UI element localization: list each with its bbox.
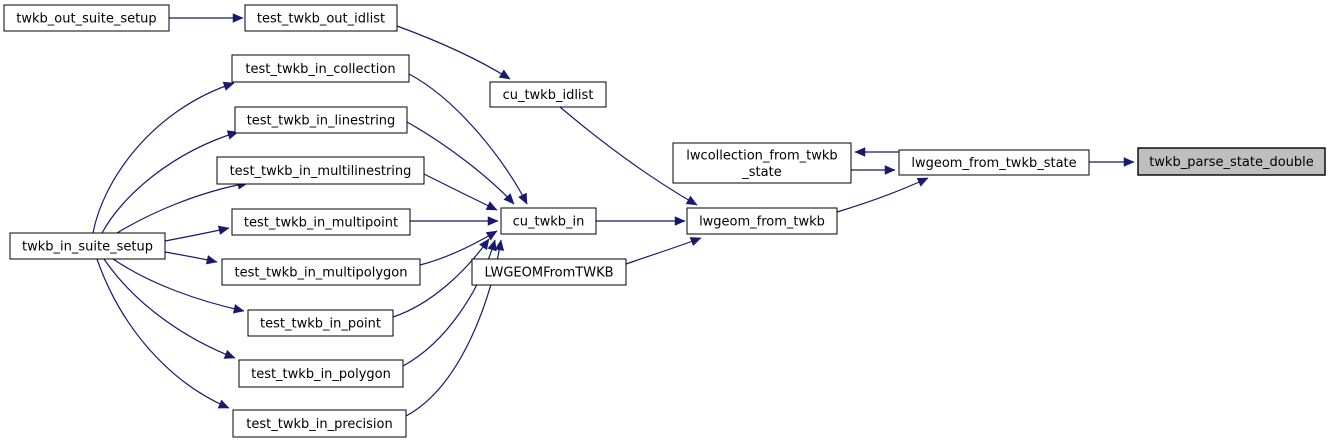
edge-twkb_in_suite_setup-to-test_twkb_in_multipolygon (164, 251, 218, 265)
node-box-test_twkb_in_collection (231, 54, 410, 83)
node-label-test_twkb_in_polygon: test_twkb_in_polygon (251, 367, 391, 382)
node-LWGEOMFromTWKB[interactable]: LWGEOMFromTWKB (471, 258, 627, 286)
edges-layer (92, 13, 1135, 417)
edge-test_twkb_in_point-to-cu_twkb_in (392, 238, 490, 318)
edge-twkb_in_suite_setup-to-test_twkb_in_multipoint (164, 225, 230, 242)
node-test_twkb_in_polygon[interactable]: test_twkb_in_polygon (238, 359, 404, 388)
node-lwcollection_from_twkb_state[interactable]: lwcollection_from_twkb_state (672, 142, 852, 184)
edge-twkb_in_suite_setup-to-test_twkb_in_precision (96, 258, 230, 409)
edge-test_twkb_in_linestring-to-cu_twkb_in (406, 121, 515, 205)
node-box-test_twkb_in_precision (232, 409, 407, 438)
edge-lwgeom_from_twkb-to-lwgeom_from_twkb_state (836, 177, 929, 213)
node-label-test_twkb_in_point: test_twkb_in_point (260, 317, 381, 332)
node-label-cu_twkb_in: cu_twkb_in (513, 215, 585, 230)
edge-test_twkb_in_multipolygon-to-cu_twkb_in (419, 230, 498, 266)
node-box-twkb_in_suite_setup (9, 232, 166, 260)
node-label-test_twkb_out_idlist: test_twkb_out_idlist (257, 12, 385, 27)
node-test_twkb_in_collection[interactable]: test_twkb_in_collection (231, 54, 410, 83)
node-test_twkb_out_idlist[interactable]: test_twkb_out_idlist (244, 4, 398, 32)
node-cu_twkb_idlist[interactable]: cu_twkb_idlist (489, 81, 607, 108)
nodes-layer: twkb_out_suite_setup test_twkb_out_idlist… (3, 4, 1326, 438)
node-box-test_twkb_in_multipoint (231, 208, 411, 236)
node-box-test_twkb_in_multipolygon (221, 258, 421, 286)
node-label-lwgeom_from_twkb: lwgeom_from_twkb (699, 215, 825, 230)
node-box-cu_twkb_in (500, 207, 597, 235)
edge-test_twkb_in_collection-to-cu_twkb_in (408, 73, 528, 205)
node-test_twkb_in_multipoint[interactable]: test_twkb_in_multipoint (231, 208, 411, 236)
node-box-test_twkb_in_linestring (234, 106, 408, 134)
node-box-lwgeom_from_twkb (686, 207, 838, 235)
edge-twkb_in_suite_setup-to-test_twkb_in_linestring (101, 130, 239, 234)
node-twkb_parse_state_double[interactable]: twkb_parse_state_double (1137, 147, 1326, 176)
node-twkb_out_suite_setup[interactable]: twkb_out_suite_setup (3, 4, 170, 32)
node-label-cu_twkb_idlist: cu_twkb_idlist (503, 88, 594, 103)
node-test_twkb_in_multilinestring[interactable]: test_twkb_in_multilinestring (216, 156, 425, 185)
node-label-twkb_out_suite_setup: twkb_out_suite_setup (16, 12, 156, 27)
node-box-lwcollection_from_twkb_state (672, 142, 852, 184)
node-label-test_twkb_in_multipolygon: test_twkb_in_multipolygon (234, 266, 407, 281)
node-label-twkb_in_suite_setup: twkb_in_suite_setup (22, 240, 153, 255)
node-test_twkb_in_point[interactable]: test_twkb_in_point (247, 309, 394, 337)
edge-LWGEOMFromTWKB-to-lwgeom_from_twkb (625, 237, 702, 265)
node-box-lwgeom_from_twkb_state (898, 149, 1090, 176)
node-test_twkb_in_multipolygon[interactable]: test_twkb_in_multipolygon (221, 258, 421, 286)
node-lwgeom_from_twkb_state[interactable]: lwgeom_from_twkb_state (898, 149, 1090, 176)
edge-test_twkb_out_idlist-to-cu_twkb_idlist (396, 25, 511, 80)
node-box-test_twkb_in_multilinestring (216, 156, 425, 185)
node-test_twkb_in_precision[interactable]: test_twkb_in_precision (232, 409, 407, 438)
edge-twkb_in_suite_setup-to-test_twkb_in_polygon (103, 258, 236, 359)
node-label-test_twkb_in_linestring: test_twkb_in_linestring (247, 114, 396, 129)
node-label-twkb_parse_state_double: twkb_parse_state_double (1149, 155, 1314, 170)
edge-twkb_in_suite_setup-to-test_twkb_in_collection (92, 81, 235, 234)
node-box-test_twkb_out_idlist (244, 4, 398, 32)
node-box-test_twkb_in_polygon (238, 359, 404, 388)
node-label-lwcollection_from_twkb_state-line1: lwcollection_from_twkb (686, 149, 837, 164)
node-test_twkb_in_linestring[interactable]: test_twkb_in_linestring (234, 106, 408, 134)
node-lwgeom_from_twkb[interactable]: lwgeom_from_twkb (686, 207, 838, 235)
node-label-lwgeom_from_twkb_state: lwgeom_from_twkb_state (911, 156, 1076, 171)
node-label-test_twkb_in_collection: test_twkb_in_collection (245, 62, 395, 77)
edge-test_twkb_in_multilinestring-to-cu_twkb_in (423, 173, 498, 211)
edge-twkb_in_suite_setup-to-test_twkb_in_point (112, 258, 245, 314)
node-label-test_twkb_in_multipoint: test_twkb_in_multipoint (244, 216, 398, 231)
edge-cu_twkb_idlist-to-lwgeom_from_twkb (559, 106, 698, 206)
node-twkb_in_suite_setup[interactable]: twkb_in_suite_setup (9, 232, 166, 260)
node-box-cu_twkb_idlist (489, 81, 607, 108)
node-box-twkb_parse_state_double (1137, 147, 1326, 176)
edge-twkb_in_suite_setup-to-test_twkb_in_multilinestring (116, 180, 249, 234)
node-label-lwcollection_from_twkb_state-line2: _state (741, 165, 781, 180)
node-box-LWGEOMFromTWKB (471, 258, 627, 286)
node-label-LWGEOMFromTWKB: LWGEOMFromTWKB (484, 266, 613, 281)
node-box-test_twkb_in_point (247, 309, 394, 337)
node-cu_twkb_in[interactable]: cu_twkb_in (500, 207, 597, 235)
edge-test_twkb_in_polygon-to-cu_twkb_in (402, 239, 497, 367)
node-label-test_twkb_in_precision: test_twkb_in_precision (246, 417, 392, 432)
node-label-test_twkb_in_multilinestring: test_twkb_in_multilinestring (230, 164, 412, 179)
node-box-twkb_out_suite_setup (3, 4, 170, 32)
